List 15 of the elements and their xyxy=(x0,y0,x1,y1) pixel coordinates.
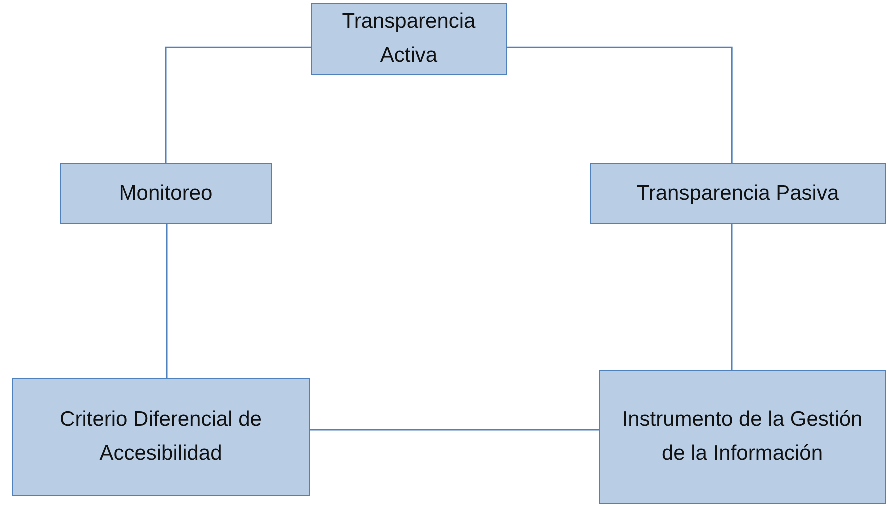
connector-line xyxy=(166,224,168,378)
connector-line xyxy=(165,46,311,163)
connector-line xyxy=(507,46,733,163)
box-label: Instrumento de la Gestión de la Información xyxy=(621,407,864,467)
process-box xyxy=(311,3,507,75)
box-label: Transparencia Activa xyxy=(341,9,477,69)
process-box xyxy=(599,370,886,504)
process-box xyxy=(60,163,272,224)
box-label: Monitoreo xyxy=(118,180,214,207)
process-box xyxy=(12,378,310,496)
box-label: Transparencia Pasiva xyxy=(636,180,840,207)
connector-line xyxy=(310,429,599,431)
connector-line xyxy=(731,224,733,370)
process-box xyxy=(590,163,886,224)
box-label: Criterio Diferencial de Accesibilidad xyxy=(59,407,263,467)
